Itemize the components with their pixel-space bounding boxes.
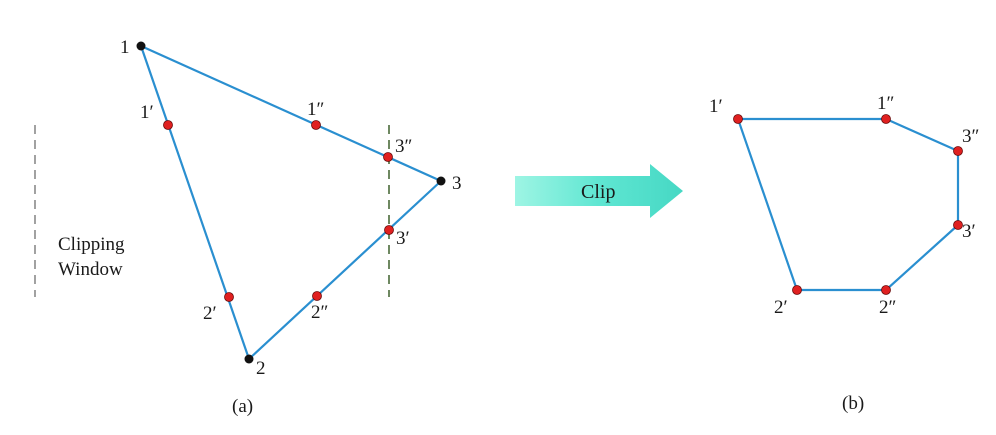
clipped-label-3-double-prime: 3″ <box>962 126 979 147</box>
vertex-2 <box>244 354 254 364</box>
clipped-point-2-double-prime <box>881 285 891 295</box>
caption-a: (a) <box>232 396 253 417</box>
edge-1-2 <box>139 44 251 361</box>
label-3-double-prime: 3″ <box>395 136 412 157</box>
clipped-label-1-double-prime: 1″ <box>877 93 894 114</box>
triangle <box>139 44 443 361</box>
edge-1-3 <box>139 44 443 183</box>
caption-b: (b) <box>842 393 864 414</box>
label-vertex-1: 1 <box>120 37 130 58</box>
label-1-prime: 1′ <box>140 102 154 123</box>
clipped-label-2-double-prime: 2″ <box>879 297 896 318</box>
clipped-point-1-double-prime <box>881 114 891 124</box>
label-vertex-3: 3 <box>452 173 462 194</box>
intersection-points <box>163 120 394 302</box>
label-2-double-prime: 2″ <box>311 302 328 323</box>
clip-arrow-label: Clip <box>581 181 615 203</box>
clipped-label-3-prime: 3′ <box>962 221 976 242</box>
clip-arrow: Clip <box>515 164 683 218</box>
label-1-double-prime: 1″ <box>307 99 324 120</box>
vertex-1 <box>136 41 146 51</box>
clip-arrow-shape <box>515 164 683 218</box>
point-3-double-prime <box>383 152 393 162</box>
label-3-prime: 3′ <box>396 228 410 249</box>
label-vertex-2: 2 <box>256 358 266 379</box>
clipped-point-2-prime <box>792 285 802 295</box>
clipped-point-1-prime <box>733 114 743 124</box>
clipped-point-3-prime <box>953 220 963 230</box>
point-2-double-prime <box>312 291 322 301</box>
panel-b: 1′ 1″ 3″ 3′ 2″ 2′ (b) <box>709 93 979 414</box>
panel-a: 1 2 3 1′ 1″ 3″ 3′ 2″ 2′ Clipping Window … <box>34 37 462 417</box>
clipped-polygon <box>736 117 960 292</box>
label-2-prime: 2′ <box>203 303 217 324</box>
clipping-window-label-line-2: Window <box>58 259 123 280</box>
vertex-3 <box>436 176 446 186</box>
point-1-prime <box>163 120 173 130</box>
clipped-polygon-vertices <box>733 114 963 295</box>
clipping-window <box>34 124 390 298</box>
clipped-point-3-double-prime <box>953 146 963 156</box>
point-2-prime <box>224 292 234 302</box>
clipped-label-1-prime: 1′ <box>709 96 723 117</box>
point-3-prime <box>384 225 394 235</box>
edge-2-3 <box>247 179 443 361</box>
point-1-double-prime <box>311 120 321 130</box>
clipped-label-2-prime: 2′ <box>774 297 788 318</box>
clipping-window-label-line-1: Clipping <box>58 234 125 255</box>
